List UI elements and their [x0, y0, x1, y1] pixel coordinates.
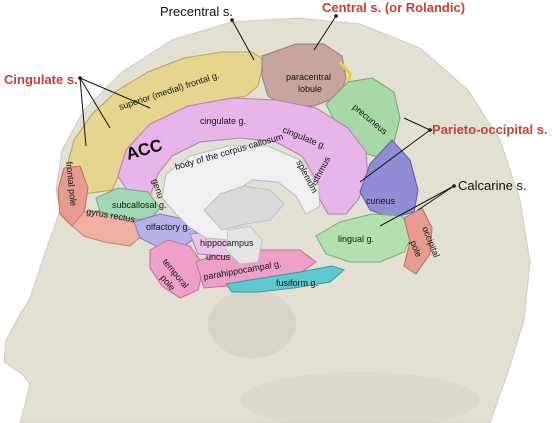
leader-parieto-b	[359, 129, 431, 183]
label-cingulate-s: Cingulate s.	[4, 72, 78, 87]
label-paracentral: paracentral	[286, 72, 331, 82]
leader-dot-calcarine	[452, 184, 456, 188]
leader-calcarine-a	[417, 185, 455, 211]
region-olfactory	[133, 213, 199, 247]
label-uncus: uncus	[206, 252, 231, 262]
leader-cingulate-a	[79, 77, 111, 129]
label-olfactory: olfactory g.	[146, 222, 190, 232]
label-calcarine-s: Calcarine s.	[458, 178, 527, 193]
label-hippocampus: hippocampus	[200, 238, 254, 248]
leader-calcarine-b	[379, 185, 455, 227]
brainstem	[225, 225, 263, 265]
leader-precentral	[231, 19, 255, 61]
corpus-callosum	[161, 145, 321, 241]
region-cingulate	[117, 97, 369, 215]
leader-dot-cingulate	[78, 76, 82, 80]
region-subcallosal	[95, 187, 161, 221]
label-lingual: lingual g.	[338, 234, 374, 244]
region-occipital-pole	[403, 207, 433, 275]
leader-cingulate-c	[79, 77, 87, 147]
ear	[208, 290, 296, 358]
label-subcallosal: subcallosal g.	[112, 200, 167, 210]
leader-dot-parieto	[428, 128, 432, 132]
label-fusiform: fusiform g.	[276, 278, 318, 288]
leader-central	[313, 15, 337, 51]
label-lobule: lobule	[298, 84, 322, 94]
label-precentral-s: Precentral s.	[160, 4, 233, 19]
label-cingulate-1: cingulate g.	[200, 116, 246, 126]
thalamus-shading	[203, 185, 285, 231]
label-central-s: Central s. (or Rolandic)	[322, 0, 465, 15]
label-frontal-pole: frontal pole	[64, 161, 79, 206]
region-temporal-pole	[149, 239, 205, 299]
leader-dot-central	[334, 14, 338, 18]
leader-cingulate-b	[79, 77, 151, 109]
region-fusiform	[225, 265, 345, 293]
leader-dot-precentral	[230, 18, 234, 22]
leader-parieto-a	[403, 117, 431, 131]
label-cuneus: cuneus	[366, 196, 396, 206]
label-parieto-occipital-s: Parieto-occipital s.	[432, 122, 548, 137]
neck-shade	[240, 372, 480, 423]
region-lingual	[315, 213, 415, 263]
